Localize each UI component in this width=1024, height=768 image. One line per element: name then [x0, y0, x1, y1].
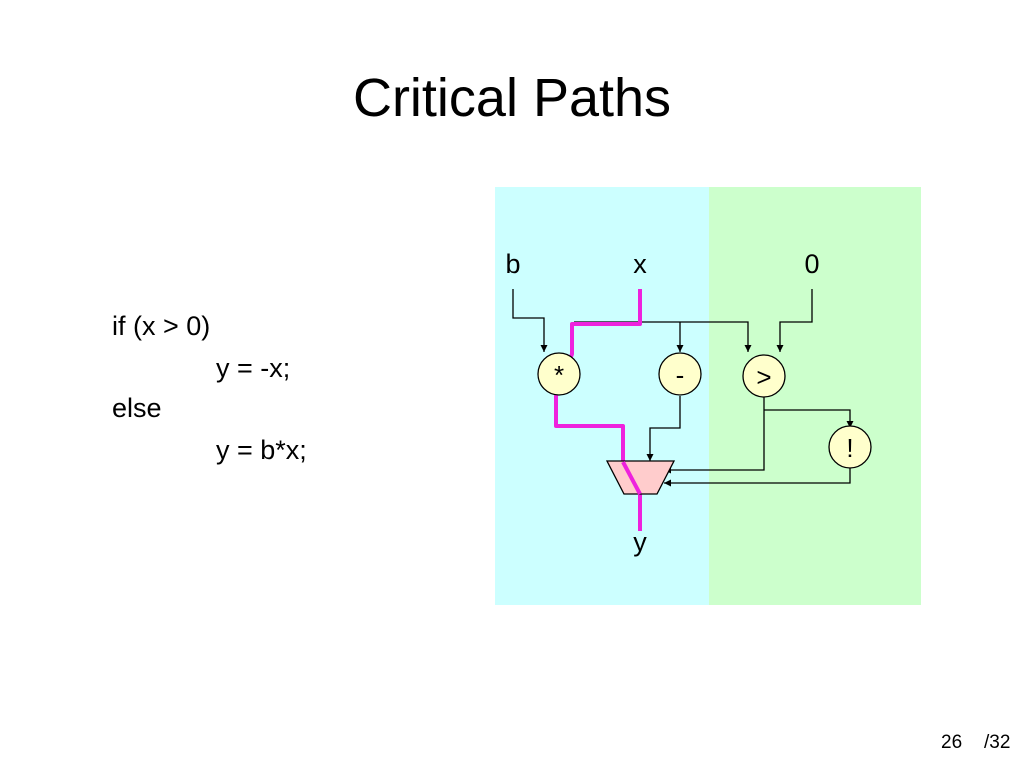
- input-x-label: x: [633, 249, 647, 279]
- wire-zero-to-compare: [776, 289, 813, 352]
- wire-not-to-mux: [664, 466, 851, 487]
- code-line-then: y = -x;: [216, 353, 291, 383]
- multiply-node: *: [537, 352, 581, 396]
- not-node: !: [828, 425, 872, 469]
- negate-node: -: [658, 352, 702, 396]
- wire-negate-to-mux: [646, 396, 681, 461]
- wire-b-to-multiply: [512, 289, 548, 352]
- multiply-label: *: [554, 360, 564, 390]
- page-number: 26: [941, 732, 963, 753]
- compare-node: >: [742, 354, 786, 398]
- wire-compare-to-mux: [664, 396, 765, 474]
- input-zero-label: 0: [804, 249, 819, 279]
- compare-label: >: [756, 362, 771, 392]
- negate-label: -: [676, 360, 685, 390]
- code-line-else-body: y = b*x;: [216, 435, 307, 465]
- right-region: [709, 187, 921, 605]
- code-line-else: else: [112, 393, 162, 423]
- input-b-label: b: [505, 249, 520, 279]
- output-y-label: y: [633, 527, 647, 557]
- slide-title: Critical Paths: [352, 68, 672, 128]
- wire-compare-to-not: [764, 409, 854, 428]
- code-line-if: if (x > 0): [112, 311, 211, 341]
- page-total: /32: [984, 732, 1011, 753]
- not-label: !: [846, 433, 853, 463]
- left-region: [495, 187, 709, 605]
- critical-path-mux-segment: [621, 461, 642, 495]
- multiplexer: [605, 460, 676, 495]
